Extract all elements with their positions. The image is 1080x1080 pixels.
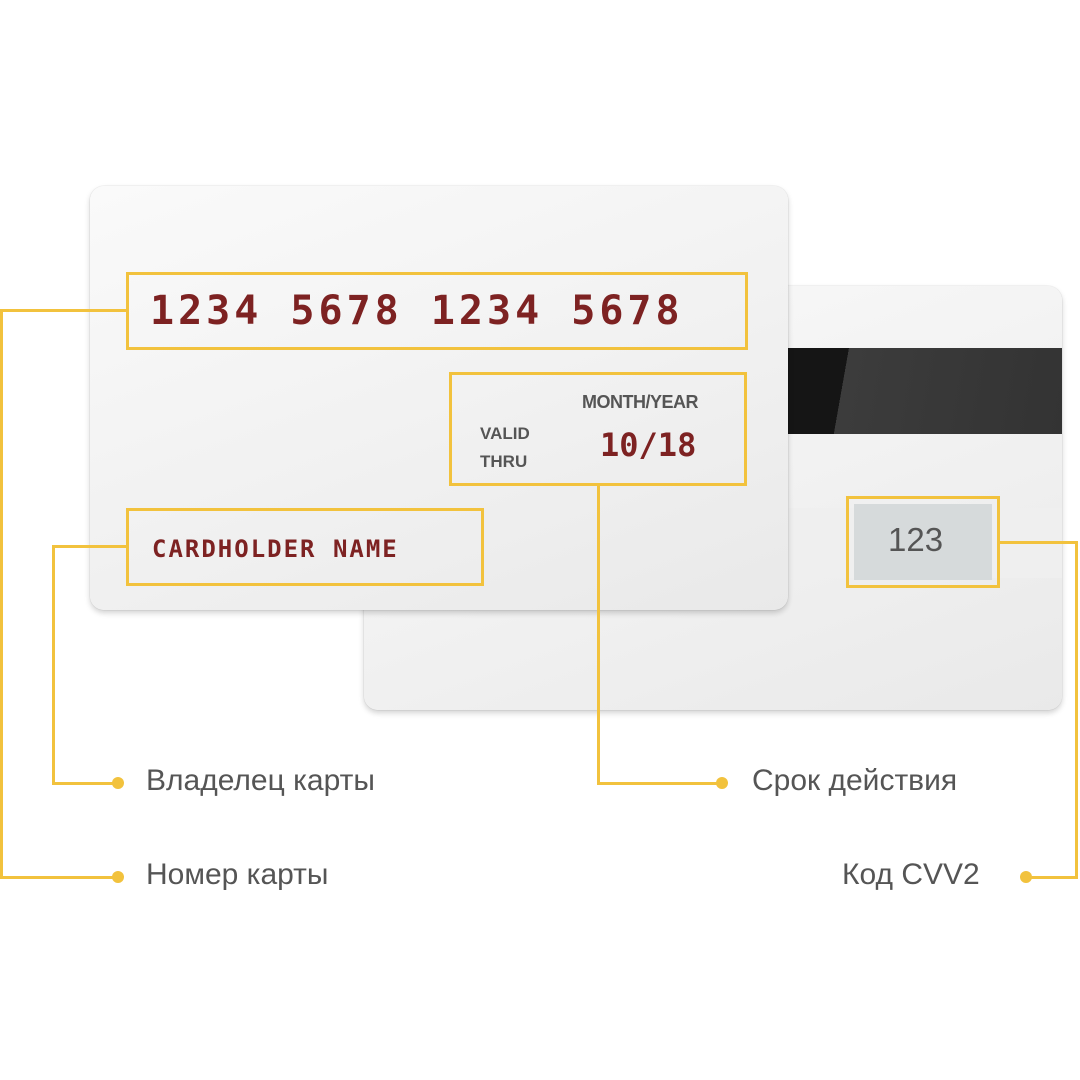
expiry-leader-dot bbox=[716, 777, 728, 789]
cvv-leader-bottom bbox=[1026, 876, 1078, 879]
valid-thru-label-line1: VALID bbox=[480, 424, 530, 443]
holder-leader-dot bbox=[112, 777, 124, 789]
number-leader-dot bbox=[112, 871, 124, 883]
cvv-label: Код CVV2 bbox=[842, 858, 980, 891]
number-leader-top bbox=[0, 309, 128, 312]
holder-leader-vertical bbox=[52, 545, 55, 785]
valid-thru-label-line2: THRU bbox=[480, 452, 528, 471]
expiry-leader-vertical bbox=[597, 484, 600, 785]
holder-leader-bottom bbox=[52, 782, 116, 785]
holder-leader-top bbox=[52, 545, 128, 548]
card-front bbox=[90, 186, 788, 610]
cvv-leader-vertical bbox=[1075, 541, 1078, 879]
holder-label: Владелец карты bbox=[146, 764, 375, 797]
expiry-leader-bottom bbox=[597, 782, 719, 785]
number-label: Номер карты bbox=[146, 858, 329, 891]
expiry-label: Срок действия bbox=[752, 764, 958, 797]
number-leader-bottom bbox=[0, 876, 116, 879]
number-leader-vertical bbox=[0, 309, 3, 879]
cvv-panel bbox=[854, 504, 992, 580]
cvv-code: 123 bbox=[888, 521, 944, 558]
expiry-caption: MONTH/YEAR bbox=[582, 392, 699, 412]
cvv-leader-dot bbox=[1020, 871, 1032, 883]
cardholder-name: CARDHOLDER NAME bbox=[152, 535, 399, 563]
expiry-date: 10/18 bbox=[600, 426, 697, 464]
cvv-leader-top bbox=[998, 541, 1078, 544]
card-number: 1234 5678 1234 5678 bbox=[150, 288, 684, 334]
